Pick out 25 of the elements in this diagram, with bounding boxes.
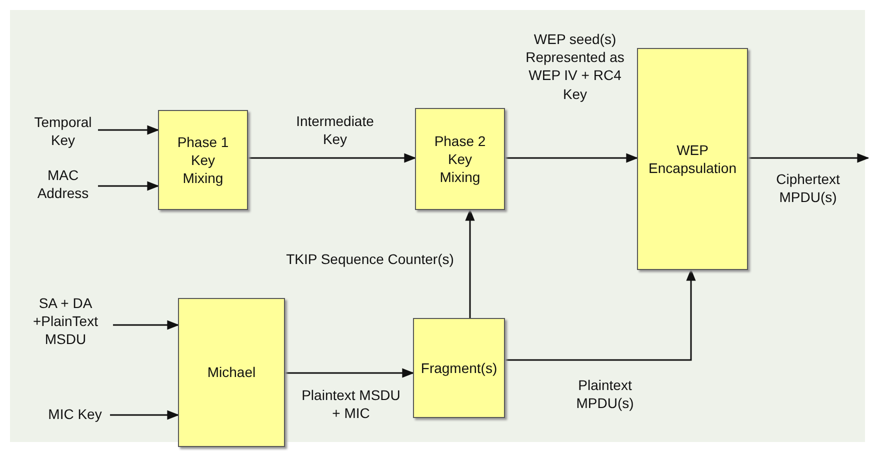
process-box: Fragment(s) — [413, 318, 505, 418]
arrow — [98, 181, 160, 191]
edge-label: Intermediate Key — [295, 112, 375, 148]
input-label: MAC Address — [28, 163, 98, 205]
input-label: Temporal Key — [28, 110, 98, 152]
arrow — [113, 320, 180, 330]
process-box: Phase 1 Key Mixing — [158, 110, 248, 210]
arrow — [110, 410, 180, 420]
process-box: Michael — [178, 298, 285, 447]
input-label: MIC Key — [40, 393, 110, 435]
edge-label: Ciphertext MPDU(s) — [775, 170, 841, 206]
input-label: SA + DA +PlainText MSDU — [18, 290, 113, 352]
arrow — [98, 125, 160, 135]
edge-label: WEP seed(s) Represented as WEP IV + RC4 Key — [524, 30, 626, 103]
edge-label: TKIP Sequence Counter(s) — [285, 250, 455, 268]
arrow — [505, 153, 638, 163]
edge-label: Plaintext MSDU + MIC — [300, 386, 402, 422]
process-box: WEP Encapsulation — [637, 48, 748, 270]
arrow — [748, 153, 870, 163]
arrow — [465, 208, 475, 318]
edge-label: Plaintext MPDU(s) — [575, 376, 635, 412]
arrow — [285, 368, 414, 378]
arrow — [248, 153, 416, 163]
process-box: Phase 2 Key Mixing — [415, 108, 505, 210]
arrow — [505, 268, 696, 361]
